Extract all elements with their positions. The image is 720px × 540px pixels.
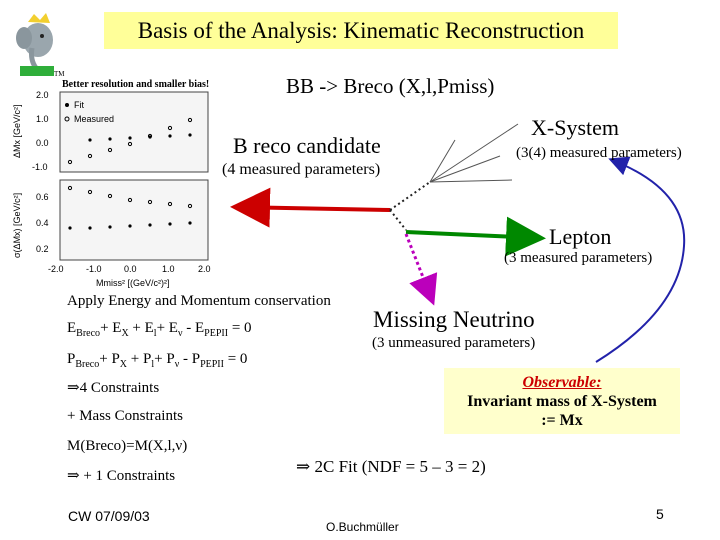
footer-author: O.Buchmüller bbox=[326, 520, 399, 534]
neutrino-arrow bbox=[406, 234, 432, 300]
breco-arrow bbox=[238, 207, 390, 210]
observable-box: Observable: Invariant mass of X-System :… bbox=[444, 368, 680, 434]
fit-summary: ⇒ 2C Fit (NDF = 5 – 3 = 2) bbox=[296, 457, 486, 477]
mass-relation: M(Breco)=M(X,l,ν) bbox=[67, 438, 187, 455]
breco-params: (4 measured parameters) bbox=[222, 161, 380, 179]
energy-equation: EBreco+ EX + El+ Eν - EPEPII = 0 bbox=[67, 320, 252, 339]
diagram-header: BB -> Breco (X,l,Pmiss) bbox=[286, 74, 494, 99]
page-number: 5 bbox=[656, 506, 664, 522]
lepton-params: (3 measured parameters) bbox=[504, 250, 652, 267]
xsystem-params: (3(4) measured parameters) bbox=[516, 145, 682, 162]
one-constraint: ⇒ + 1 Constraints bbox=[67, 466, 175, 485]
lepton-label: Lepton bbox=[549, 224, 611, 250]
observable-title: Observable: bbox=[522, 373, 601, 392]
decay-dots-1 bbox=[390, 210, 406, 230]
neutrino-params: (3 unmeasured parameters) bbox=[372, 335, 535, 352]
breco-label: B reco candidate bbox=[233, 133, 381, 159]
four-constraints: ⇒4 Constraints bbox=[67, 378, 159, 397]
conservation-note: Apply Energy and Momentum conservation bbox=[67, 293, 331, 310]
x-system-fan bbox=[430, 124, 518, 182]
observable-line1: Invariant mass of X-System bbox=[467, 392, 657, 411]
neutrino-label: Missing Neutrino bbox=[373, 307, 535, 333]
decay-dots-2 bbox=[390, 182, 430, 210]
observable-line2: := Mx bbox=[541, 411, 583, 430]
lepton-arrow bbox=[406, 232, 538, 238]
mass-constraints: + Mass Constraints bbox=[67, 408, 183, 425]
footer-date: CW 07/09/03 bbox=[68, 508, 150, 524]
xsystem-label: X-System bbox=[531, 115, 619, 141]
momentum-equation: PBreco+ PX + Pl+ Pν - PPEPII = 0 bbox=[67, 351, 247, 370]
